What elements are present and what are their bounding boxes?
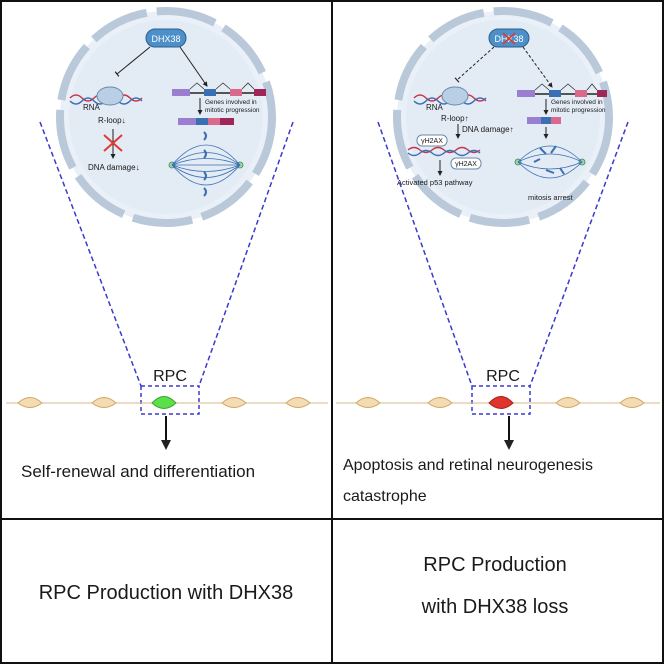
right-rpc-label: RPC: [486, 368, 520, 385]
left-protein-label: DHX38: [151, 34, 180, 44]
right-damaged-dna: [407, 146, 481, 157]
left-rna-label: RNA: [83, 103, 101, 112]
right-inhibit-line: [454, 46, 495, 83]
right-activate-arrow: [522, 46, 553, 88]
right-rpc-cell: [488, 396, 514, 409]
right-genes-label-2: mitotic progression: [551, 107, 606, 114]
right-zoom-line-left: [377, 121, 473, 387]
right-caption-1: RPC Production: [423, 554, 566, 576]
left-gene-bar: [172, 82, 266, 96]
right-arrested-spindle: [514, 145, 586, 179]
right-rpc-highlight-box: [471, 385, 531, 415]
right-h2ax-badge-b: [450, 157, 482, 170]
left-caption: RPC Production with DHX38: [39, 582, 294, 604]
right-mitosis-label: mitosis arrest: [528, 193, 574, 202]
left-nucleus: [56, 7, 276, 227]
right-loss-cross-icon: [502, 32, 516, 45]
left-genes-label-2: mitotic progression: [205, 107, 260, 114]
right-h2ax-label-a: γH2AX: [421, 138, 443, 145]
left-mitotic-spindle: [168, 131, 244, 197]
left-zoom-line-right: [198, 121, 294, 387]
left-rpc-highlight-box: [140, 385, 200, 415]
left-rpc-cell: [151, 396, 177, 409]
right-panel: DHX38 RNA R-loop↑ DNA damage↑ γH2AX γH2A…: [336, 7, 660, 618]
right-spliced-bar: [527, 117, 561, 124]
right-rloop-graphic: [413, 86, 487, 106]
left-rloop-label: R-loop↓: [98, 116, 126, 125]
right-caption-2: with DHX38 loss: [421, 596, 569, 618]
right-rna-label: RNA: [426, 103, 444, 112]
right-h2ax-label-b: γH2AX: [455, 161, 477, 168]
left-panel: DHX38 RNA R-loop↓ DNA damage↓: [6, 7, 328, 604]
right-p53-label: Activated p53 pathway: [397, 178, 473, 187]
left-activate-arrow: [179, 46, 208, 87]
right-rloop-label: R-loop↑: [441, 114, 469, 123]
left-dna-damage-label: DNA damage↓: [88, 163, 140, 172]
left-genes-label-1: Genes involved in: [205, 99, 257, 106]
left-block-cross-icon: [103, 134, 123, 152]
left-outcome-text: Self-renewal and differentiation: [21, 462, 255, 481]
right-zoom-line-right: [529, 121, 629, 387]
right-genes-label-1: Genes involved in: [551, 99, 603, 106]
left-dhx38-protein: [145, 28, 187, 48]
right-h2ax-badge-a: [416, 134, 448, 147]
right-neighbor-cells: [355, 397, 645, 408]
right-dna-damage-label: DNA damage↑: [462, 125, 514, 134]
left-spliced-bar: [178, 118, 234, 125]
right-outcome-text-2: catastrophe: [343, 488, 427, 505]
left-rpc-label: RPC: [153, 368, 187, 385]
left-inhibit-line: [114, 46, 151, 77]
right-gene-bar: [517, 83, 607, 97]
left-rloop-graphic: [69, 86, 143, 106]
right-outcome-text-1: Apoptosis and retinal neurogenesis: [343, 457, 593, 474]
left-neighbor-cells: [17, 397, 311, 408]
left-zoom-line-left: [39, 121, 142, 387]
